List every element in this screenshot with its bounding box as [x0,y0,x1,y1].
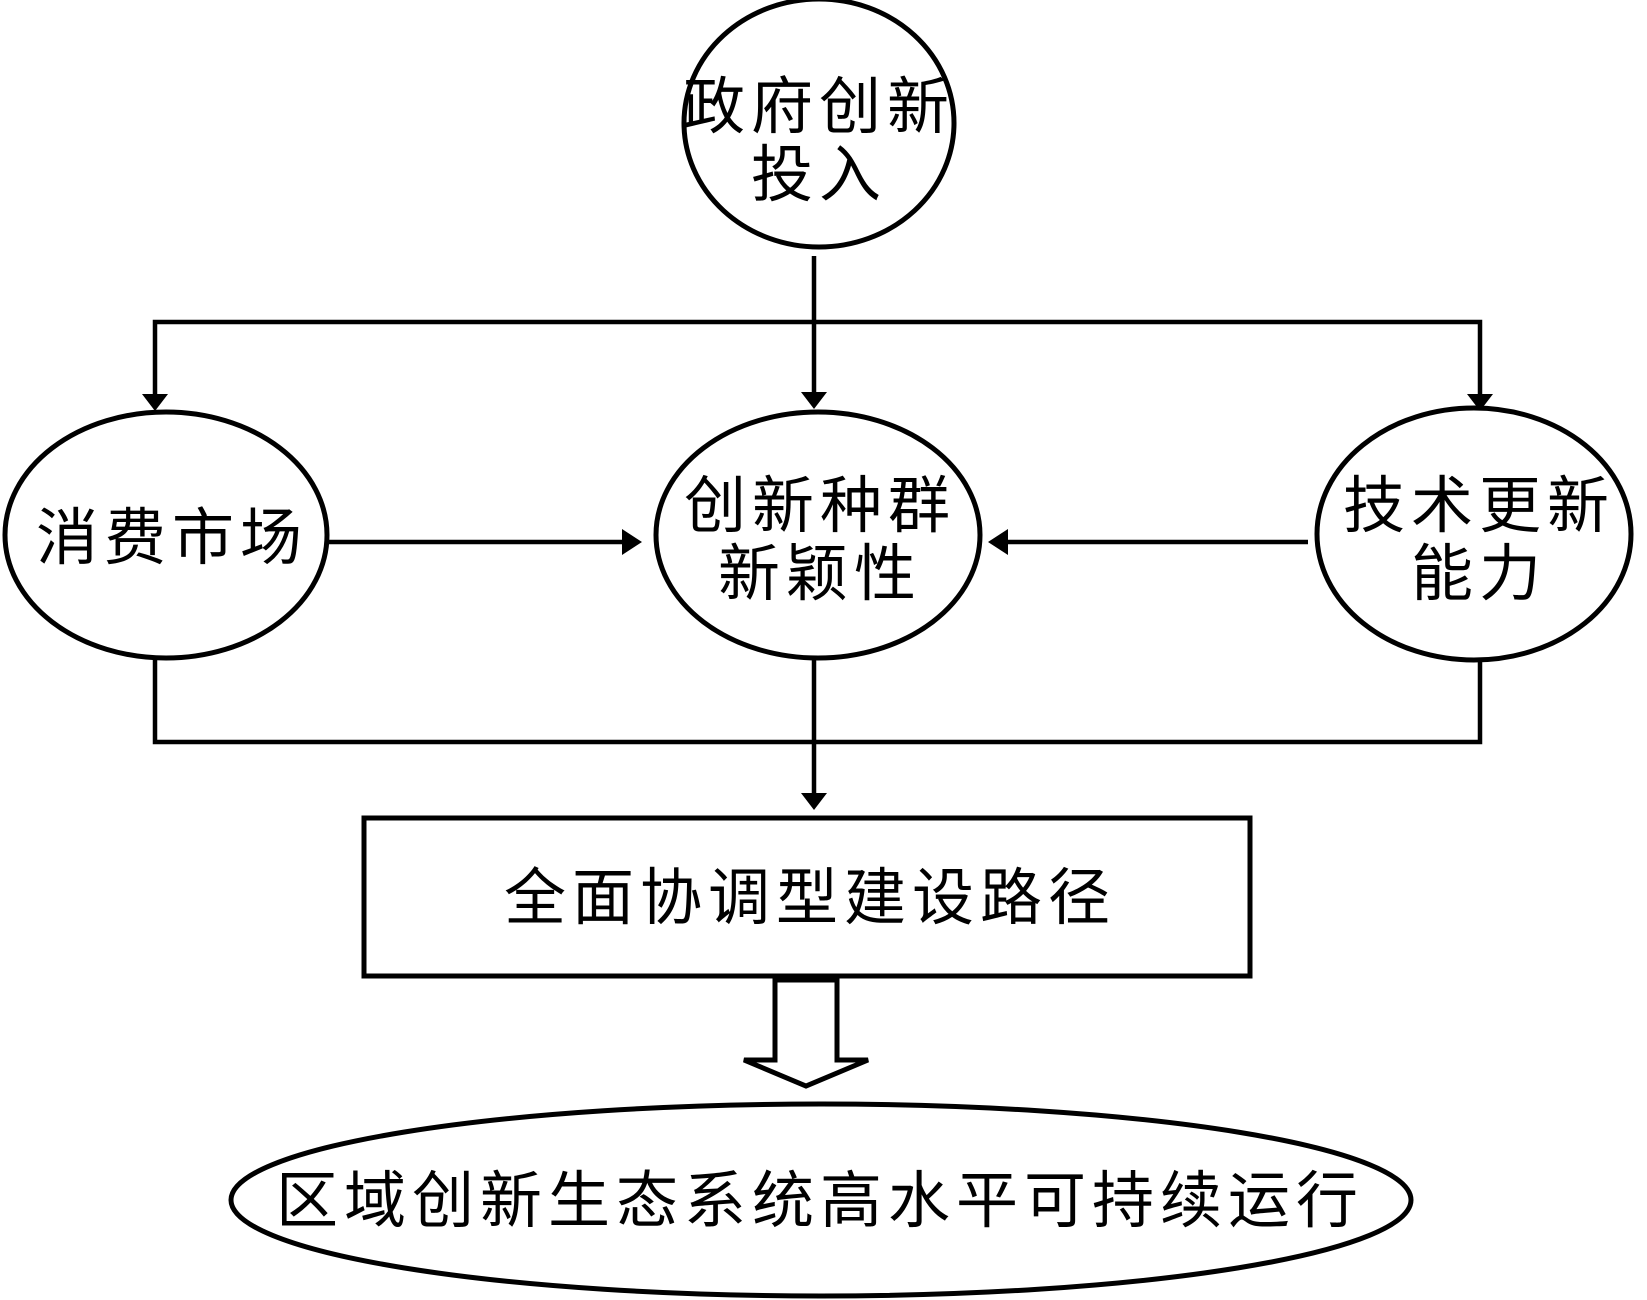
node-innovation-novelty [653,409,983,661]
connector-top-bus [152,319,1483,395]
arrowhead-market-to-center [622,529,642,555]
connector-bottom-bus [152,656,1483,745]
node-consumer-market [2,409,330,661]
arrowhead-to-tech-update [1467,394,1493,411]
arrowhead-to-center-top [801,392,827,409]
node-innovation-novelty-line1: 创新种群 [684,469,956,542]
arrowhead-to-path-box [801,793,827,810]
node-tech-update-line1: 技术更新 [1343,469,1615,542]
arrowhead-tech-to-center [988,529,1008,555]
node-coordinated-path-label: 全面协调型建设路径 [504,861,1116,934]
node-gov-input-line1: 政府创新 [683,70,955,143]
node-consumer-market-label: 消费市场 [36,501,308,574]
node-sustainable-operation [228,1101,1414,1299]
node-coordinated-path [361,815,1253,979]
arrowhead-to-consumer-market [142,394,168,411]
node-tech-update-line2: 能力 [1411,537,1547,610]
node-gov-input [681,0,957,250]
node-innovation-novelty-line2: 新颖性 [718,537,922,610]
node-tech-update [1314,405,1634,663]
node-sustainable-operation-label: 区域创新生态系统高水平可持续运行 [276,1164,1364,1237]
node-gov-input-line2: 投入 [751,138,887,211]
hollow-arrow-down [743,977,869,1089]
